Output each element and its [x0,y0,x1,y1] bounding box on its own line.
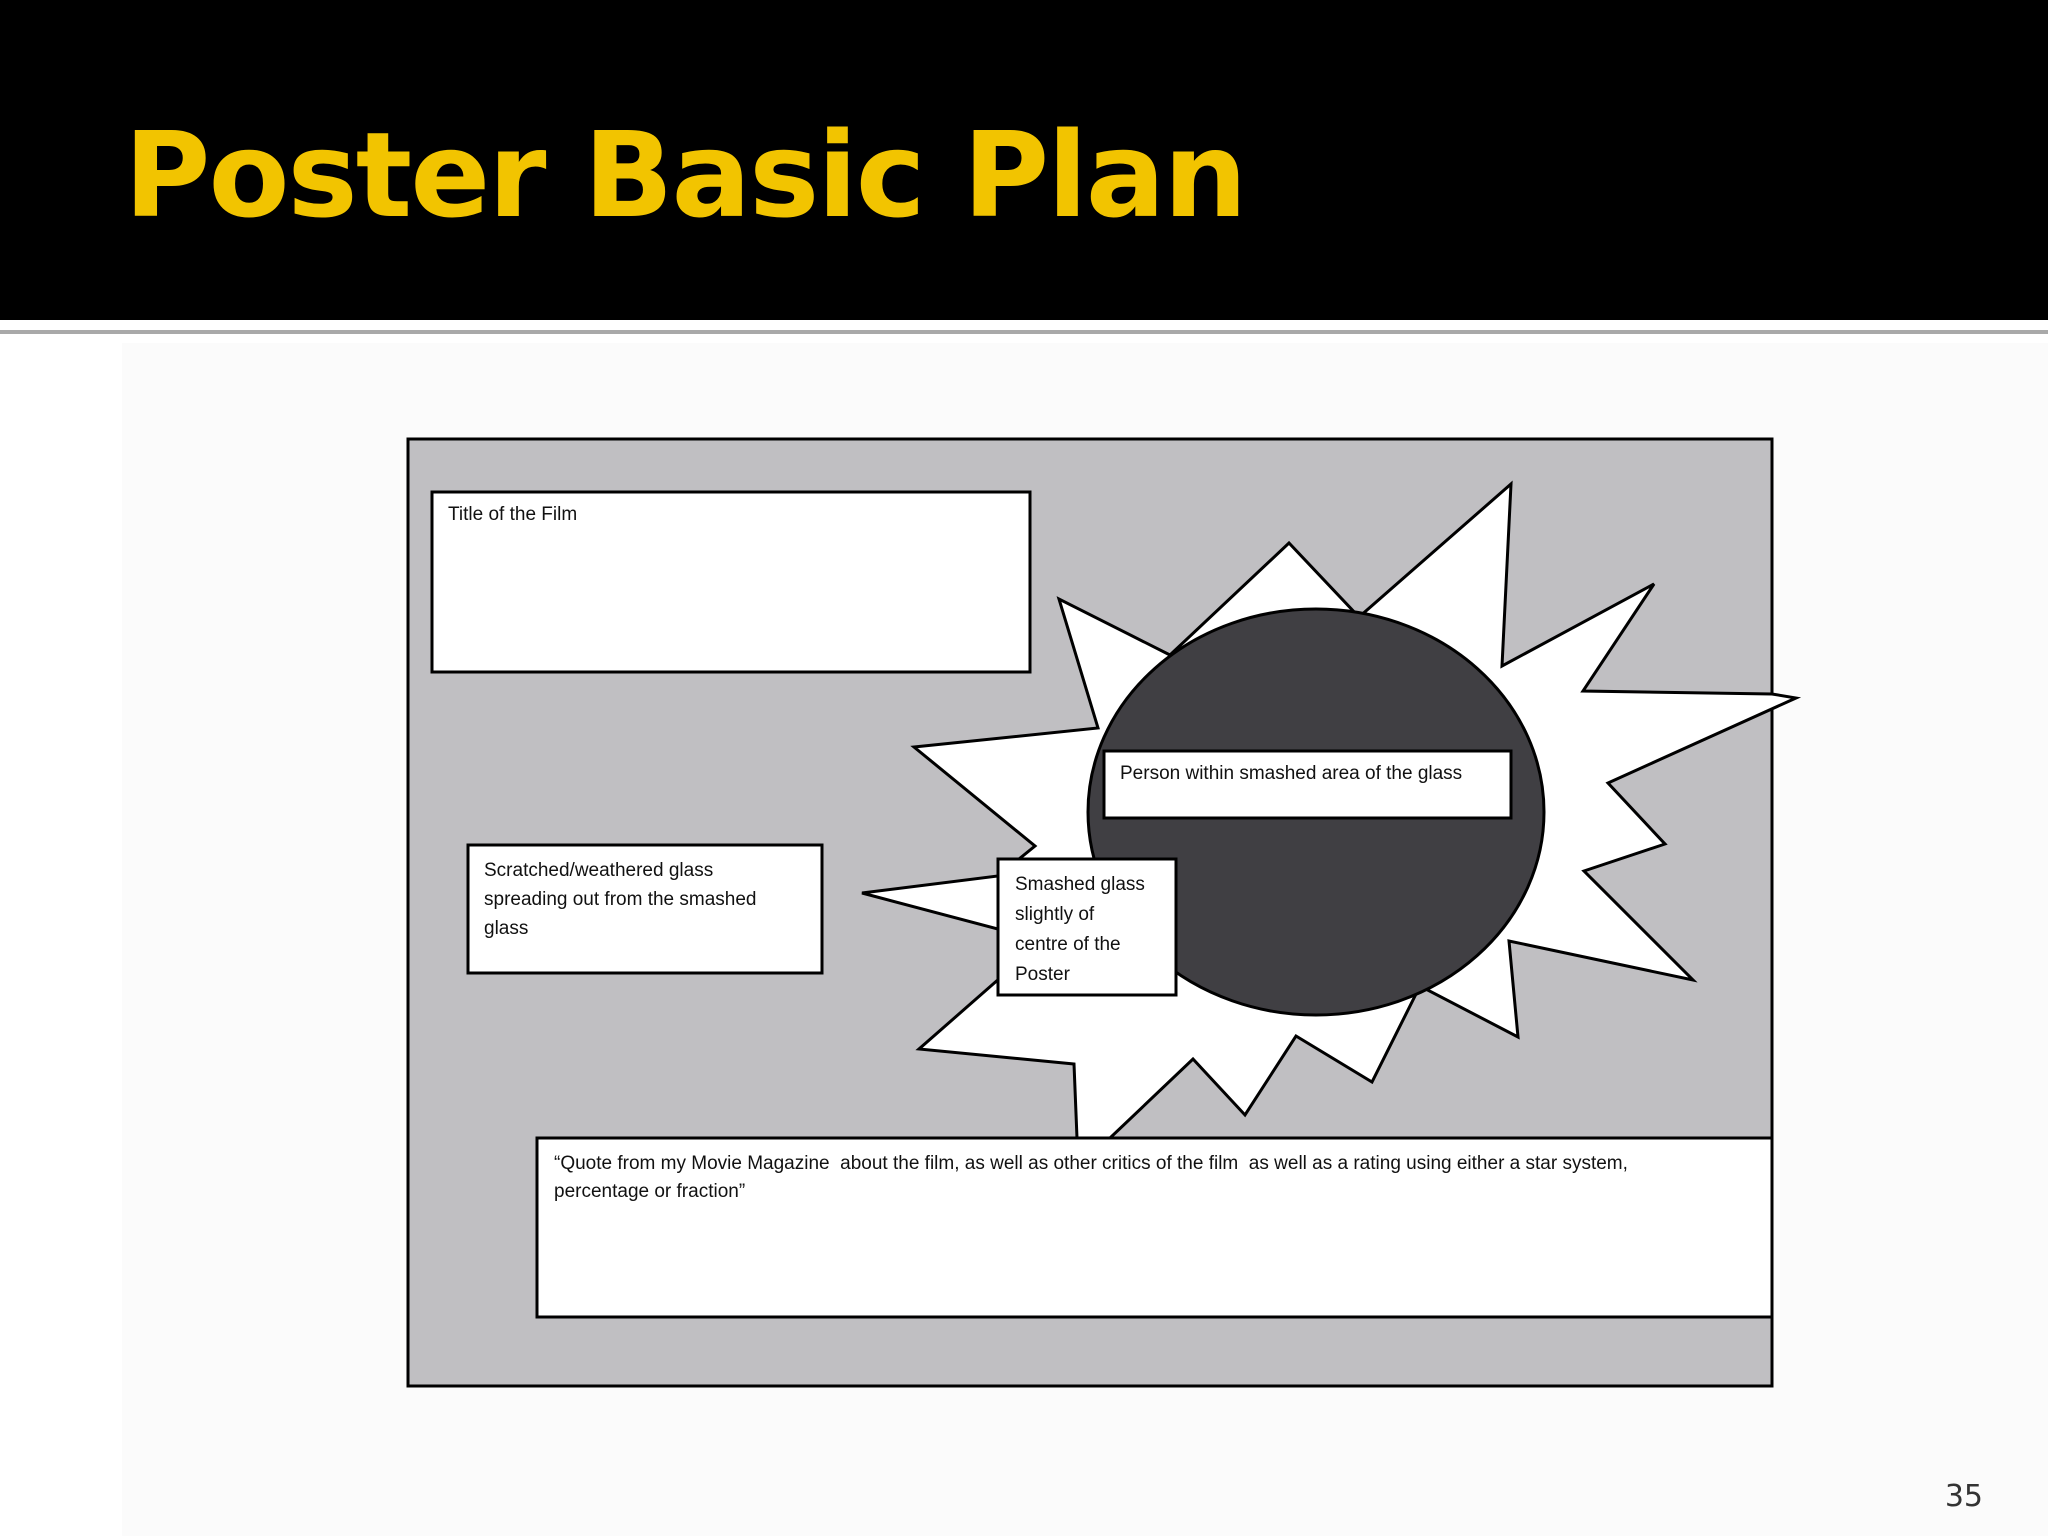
quote-box [535,1136,1774,1319]
title-box-label: Title of the Film [448,504,577,525]
person-box-label: Person within smashed area of the glass [1120,763,1462,784]
smashed-glass-line-2: slightly of [1015,904,1095,925]
person-box [1102,749,1513,820]
slide-title: Poster Basic Plan [124,106,1247,244]
scratched-glass-box [466,843,824,975]
smashed-glass-line-3: centre of the [1015,934,1121,955]
quote-line-1: “Quote from my Movie Magazine about the … [554,1153,1628,1174]
title-box [430,490,1032,674]
smashed-glass-line-4: Poster [1015,964,1071,985]
scratched-glass-line-2: spreading out from the smashed [484,889,757,910]
title-divider [0,330,2048,334]
smashed-glass-line-1: Smashed glass [1015,874,1145,895]
scratched-glass-line-1: Scratched/weathered glass [484,860,713,881]
slide-number: 35 [1944,1479,1983,1514]
quote-line-2: percentage or fraction” [554,1181,745,1202]
smashed-glass-box [996,857,1178,997]
title-bar: Poster Basic Plan [0,0,2048,320]
scratched-glass-line-3: glass [484,918,528,939]
